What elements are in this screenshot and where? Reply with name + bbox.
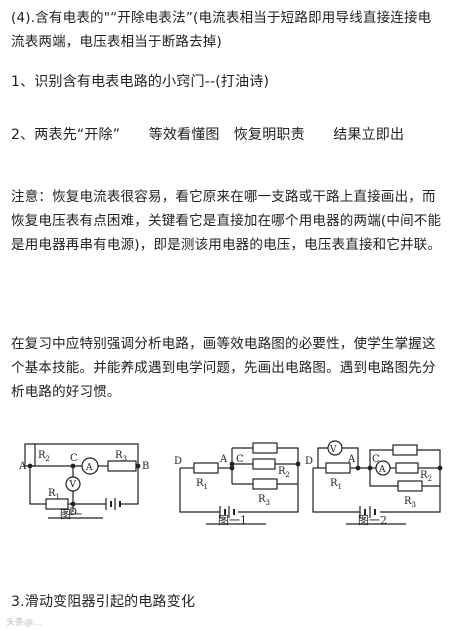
- resistor-r2-fig2: [252, 458, 276, 470]
- paragraph-item4: (4).含有电表的"“开除电表法”(电流表相当于短路即用导线直接连接电流表两端，…: [11, 10, 432, 50]
- voltmeter-label-fig3: V: [329, 445, 337, 455]
- label-r2-fig3: R2: [420, 470, 432, 483]
- node-c-fig1: C: [70, 453, 78, 464]
- label-r3-fig1: R3: [115, 450, 127, 463]
- label-r3-fig3: R3: [404, 496, 416, 509]
- resistor-r1-fig2: [193, 462, 219, 474]
- voltmeter-label-fig1: V: [69, 480, 77, 490]
- label-r1-fig3: R1: [330, 478, 342, 491]
- heading-item2: 2、两表先“开除” 等效看懂图 恢复明职责 结果立即出: [11, 127, 405, 143]
- caption-fig2: 图一1: [218, 514, 247, 527]
- label-r1-fig2: R1: [196, 478, 208, 491]
- paragraph-review: 在复习中应特别强调分析电路，画等效电路图的必要性，使学生掌握这个基本技能。并能养…: [11, 336, 436, 400]
- node-c-fig3: C: [372, 454, 380, 465]
- resistor-top-fig3: [392, 444, 418, 456]
- node-d-fig3: D: [305, 456, 313, 467]
- heading-item3: 3.滑动变阻器引起的电路变化: [11, 594, 196, 610]
- caption-fig3: 图一2: [358, 514, 387, 527]
- node-b-fig1: B: [142, 461, 149, 472]
- label-r2-fig2: R2: [278, 466, 290, 479]
- node-d-fig2: D: [174, 456, 182, 467]
- node-c-fig2: C: [236, 454, 244, 465]
- resistor-r2-fig3: [395, 462, 419, 474]
- resistor-top-fig2: [252, 442, 278, 454]
- resistor-r2-fig1: [24, 443, 36, 467]
- node-a-fig2: A: [219, 454, 228, 465]
- node-a-fig3: A: [347, 454, 356, 465]
- caption-fig1: 图一: [60, 508, 82, 521]
- circuit-figure-1: [24, 443, 141, 519]
- circuit-figures: R2 R3 R1 A B C D A V 图一 D A: [8, 434, 445, 584]
- label-r3-fig2: R3: [258, 494, 270, 507]
- ammeter-label-fig3: A: [378, 465, 386, 475]
- resistor-r3-fig2: [252, 478, 278, 490]
- heading-item1: 1、识别含有电表电路的小窍门--(打油诗): [11, 74, 270, 90]
- paragraph-note: 注意：恢复电流表很容易，看它原来在哪一支路或干路上直接画出，而恢复电压表有点困难…: [11, 189, 442, 253]
- node-a-fig1: A: [18, 461, 27, 472]
- circuit-figure-2: [179, 442, 301, 525]
- ammeter-label-fig1: A: [85, 463, 93, 473]
- label-r1-fig1: R1: [48, 488, 60, 501]
- resistor-r3-fig3: [397, 480, 423, 492]
- label-r2-fig1: R2: [38, 450, 50, 463]
- node-d-fig1: D: [69, 507, 77, 518]
- circuit-figure-3: [312, 440, 443, 525]
- resistor-r1-fig3: [325, 462, 351, 474]
- watermark: 头条@...: [6, 618, 42, 628]
